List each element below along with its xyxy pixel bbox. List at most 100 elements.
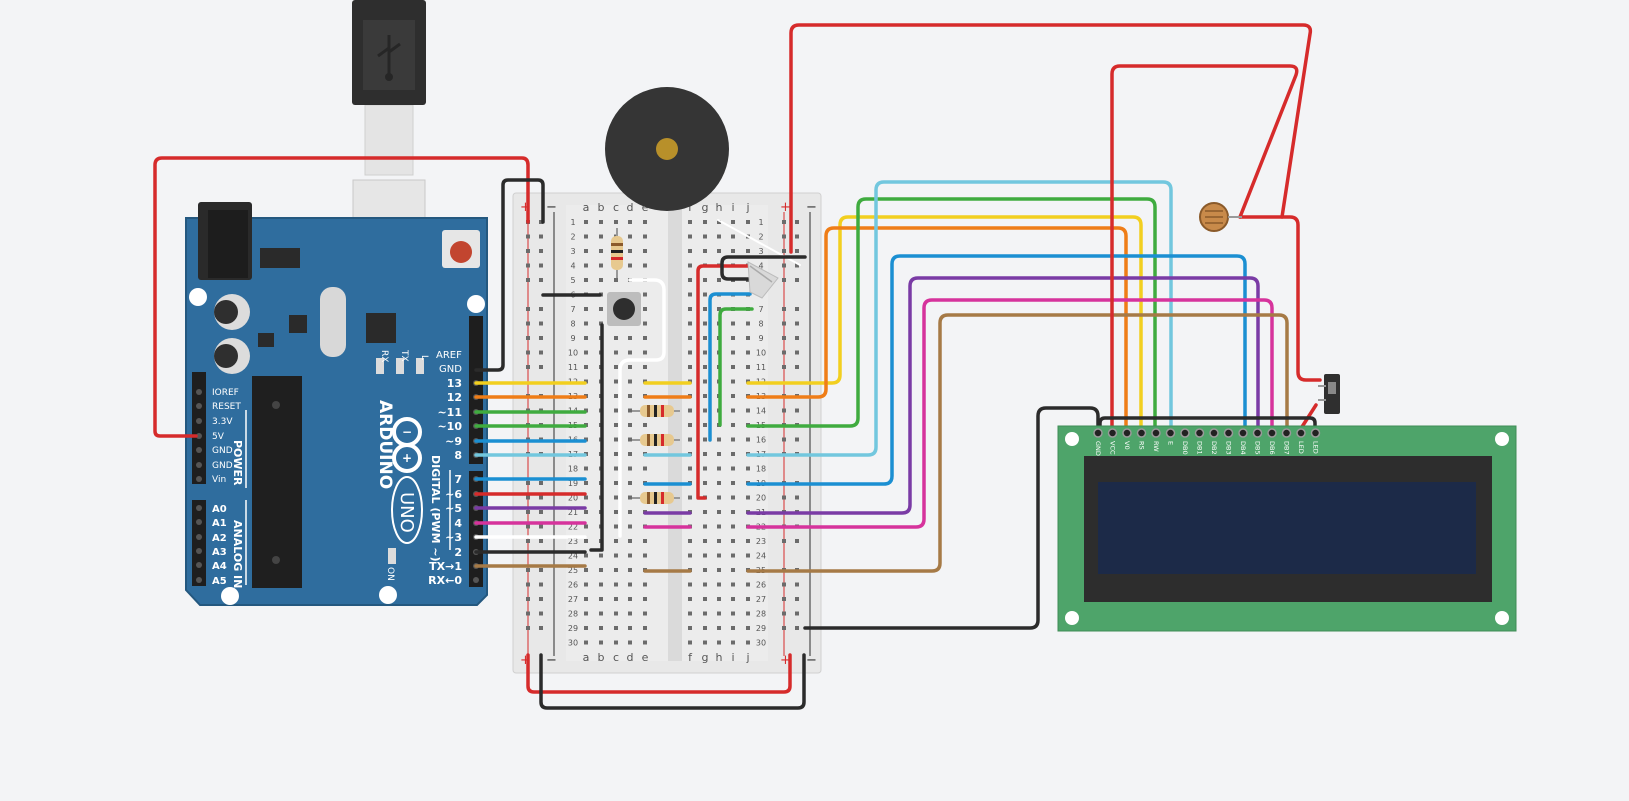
wire-lcd-db7-brown[interactable] [746, 313, 1289, 573]
lcd-pin[interactable] [1180, 428, 1190, 438]
lcd-pin[interactable] [1093, 428, 1103, 438]
wire-button-white[interactable] [618, 278, 666, 538]
breadboard-row-number: 9 [758, 334, 763, 343]
lcd-pin[interactable] [1194, 428, 1205, 438]
wire-vcc-red-lcd[interactable] [1110, 64, 1299, 432]
rail-minus-top-right: − [806, 200, 817, 215]
analog-pin-socket[interactable] [196, 548, 202, 554]
slide-switch-icon[interactable] [1318, 374, 1340, 414]
analog-pin-label: A5 [212, 576, 227, 587]
wire-button-black[interactable] [589, 323, 604, 552]
wire-lcd-db6-magenta[interactable] [746, 298, 1274, 529]
lcd-pin[interactable] [1107, 428, 1118, 438]
power-pin-socket[interactable] [196, 389, 202, 395]
lcd-pin[interactable] [1267, 428, 1277, 438]
wire-gnd-black[interactable] [474, 178, 545, 372]
rgb-led-icon[interactable] [747, 261, 779, 299]
lcd-pin[interactable] [1238, 428, 1248, 438]
power-pin-label: 5V [212, 432, 225, 442]
wire-lcd-led-black[interactable] [1098, 416, 1317, 432]
power-pin-label: Vin [212, 475, 226, 485]
power-pin-socket[interactable] [196, 418, 202, 424]
tx-led-label: TX [399, 349, 409, 362]
wire-5v-red[interactable] [153, 156, 530, 438]
lcd-pin[interactable] [1296, 428, 1306, 438]
analog-pin-socket[interactable] [196, 562, 202, 568]
power-header-label: POWER [231, 440, 244, 486]
lcd-pin[interactable] [1151, 428, 1161, 438]
lcd-pin[interactable] [1252, 428, 1263, 438]
lcd-pin-label: E [1167, 441, 1175, 445]
rail-minus-top-left: − [546, 200, 557, 215]
wire-lcd-cyan[interactable] [746, 180, 1173, 457]
lcd-pin[interactable] [1281, 428, 1292, 438]
analog-pin-socket[interactable] [196, 577, 202, 583]
wire-lcd-v0-orange[interactable] [746, 226, 1128, 432]
breadboard-row-number: 29 [568, 624, 578, 633]
lcd-pin-label: GND [1094, 441, 1102, 456]
power-pin-socket[interactable] [196, 433, 202, 439]
breadboard-row-number: 30 [568, 639, 578, 648]
power-pin-socket[interactable] [196, 462, 202, 468]
breadboard-row-number: 27 [568, 595, 578, 604]
power-pin-socket[interactable] [196, 447, 202, 453]
digital-pin-label: ~6 [445, 488, 462, 501]
lcd-pin[interactable] [1122, 428, 1132, 438]
power-pin-label: 3.3V [212, 417, 233, 427]
lcd-pin[interactable] [1310, 428, 1321, 438]
lcd-pin-label: DB6 [1268, 441, 1276, 455]
wires[interactable] [153, 23, 1322, 710]
resistor-icon[interactable] [632, 434, 680, 446]
digital-pin-label: 7 [454, 473, 462, 486]
analog-pin-socket[interactable] [196, 519, 202, 525]
wire-lcd-gnd-black[interactable] [803, 406, 1100, 630]
breadboard[interactable]: + − + − + − + − 112233445566778899101011… [512, 192, 822, 674]
arduino-board[interactable]: ARDUINO − + UNO ON RX TX L POWER ANALOG … [185, 202, 488, 606]
gnd-label: GND [439, 364, 462, 375]
lcd-pin[interactable] [1209, 428, 1219, 438]
wire-led-green[interactable] [718, 307, 754, 427]
lcd-pin[interactable] [1223, 428, 1234, 438]
wire-rail-plus-loop[interactable] [526, 653, 792, 694]
wire-lcd-e-green[interactable] [746, 197, 1157, 432]
wire-rail-minus-loop[interactable] [539, 653, 806, 710]
breadboard-column-label: b [598, 651, 605, 664]
breadboard-row-number: 20 [568, 494, 578, 503]
resistor-icon[interactable] [632, 492, 680, 504]
arduino-model-label: UNO [396, 492, 417, 533]
digital-pin-label: 4 [454, 517, 462, 530]
digital-pin-socket[interactable] [473, 577, 479, 583]
wire-led-black[interactable] [720, 255, 807, 281]
wire-led-blue[interactable] [708, 292, 752, 442]
breadboard-row-number: 7 [570, 305, 575, 314]
wire-lcd-db4-blue[interactable] [746, 254, 1247, 486]
lcd-pin-label: RS [1138, 441, 1146, 450]
digital-pin-label: TX→1 [429, 560, 462, 573]
wire-vcc-red-top[interactable] [789, 23, 1313, 254]
resistor-icon[interactable] [632, 405, 680, 417]
wire-lcd-rs-yellow[interactable] [746, 215, 1143, 432]
power-pin-socket[interactable] [196, 476, 202, 482]
photoresistor-icon[interactable] [1199, 202, 1242, 232]
breadboard-column-label: e [642, 201, 649, 214]
wire-lcd-db5-purple[interactable] [746, 276, 1260, 515]
analog-pin-socket[interactable] [196, 505, 202, 511]
pushbutton-icon[interactable] [607, 292, 641, 326]
l-led-label: L [419, 355, 429, 360]
power-pin-socket[interactable] [196, 403, 202, 409]
lcd-pin[interactable] [1165, 428, 1176, 438]
wire-ldr-red[interactable] [1238, 215, 1322, 382]
buzzer-icon[interactable] [605, 87, 729, 211]
breadboard-row-number: 19 [568, 479, 578, 488]
breadboard-row-number: 30 [756, 639, 766, 648]
lcd-pin[interactable] [1136, 428, 1147, 438]
breadboard-column-label: f [688, 651, 693, 664]
resistor-icon[interactable] [611, 228, 623, 278]
analog-pin-socket[interactable] [196, 534, 202, 540]
wire-led-red[interactable] [696, 264, 750, 500]
digital-pin-label: 8 [454, 449, 462, 462]
power-pin-label: GND [212, 461, 233, 471]
breadboard-column-label: c [613, 201, 619, 214]
